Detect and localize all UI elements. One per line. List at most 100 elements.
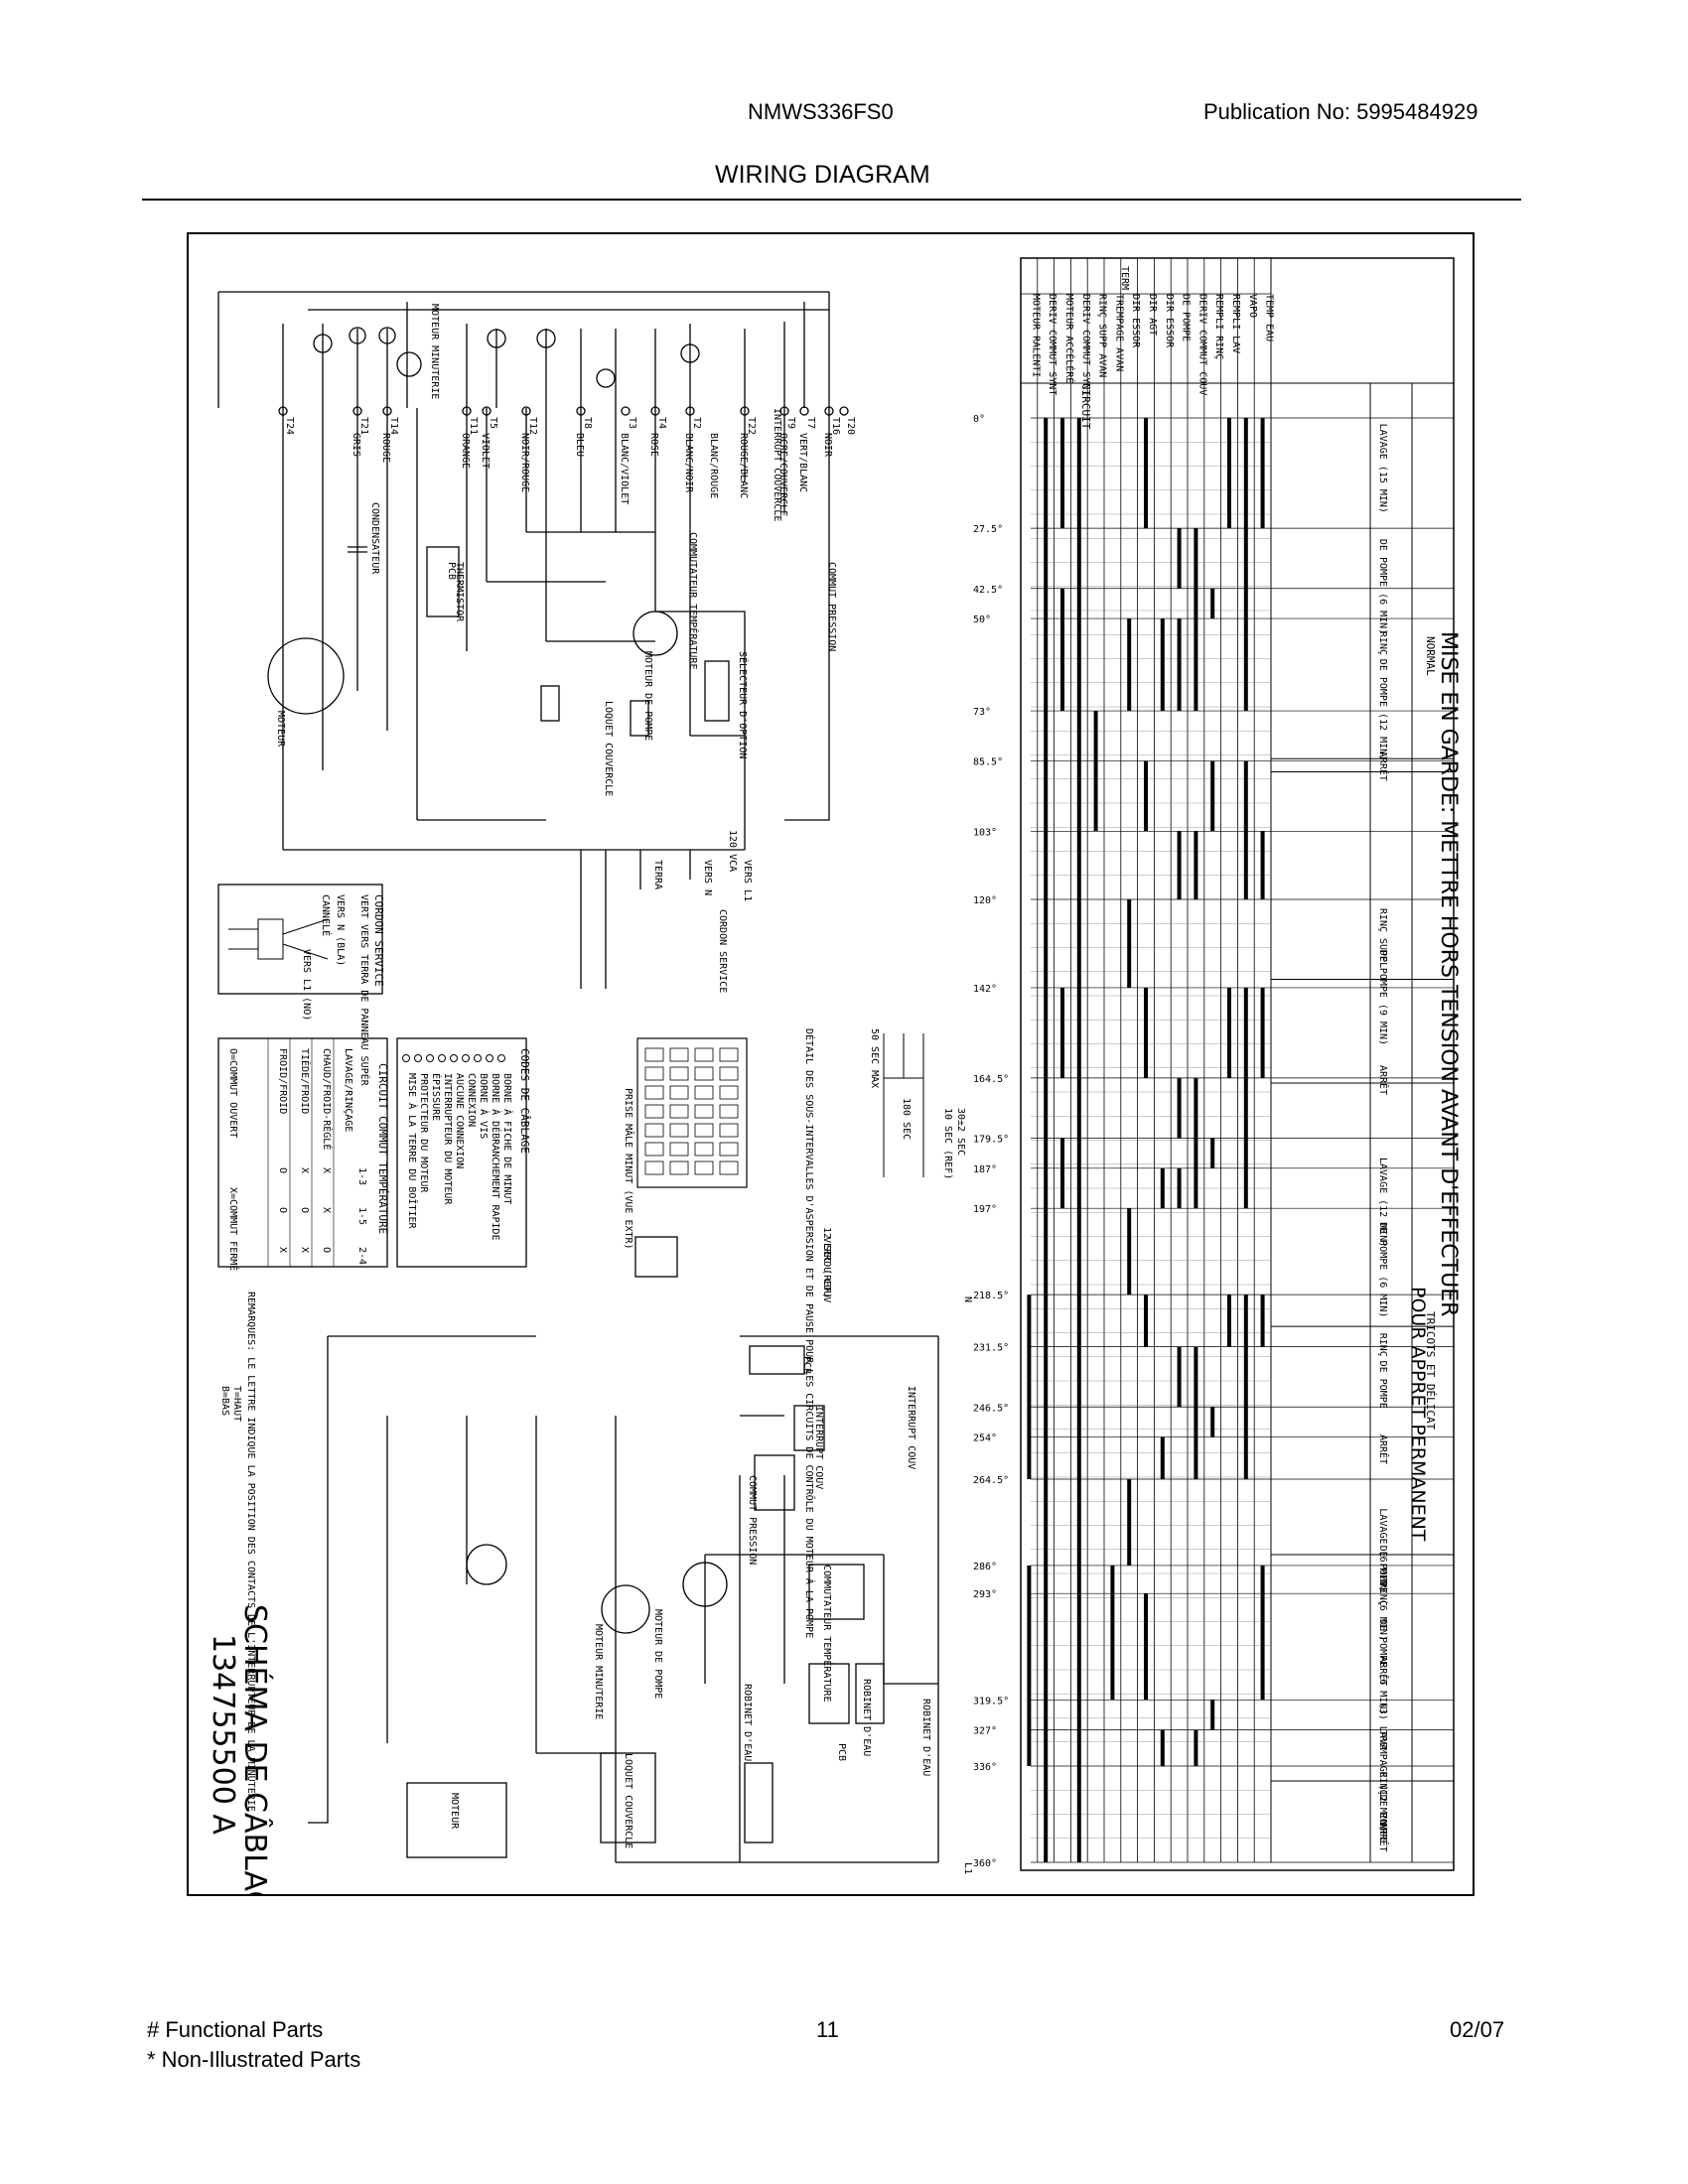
degree-label: 360° bbox=[973, 1858, 997, 1869]
timer-contact-bar bbox=[1177, 1077, 1182, 1139]
degree-label: 42.5° bbox=[973, 585, 1003, 596]
terminal-label: T3 bbox=[627, 417, 637, 429]
timer-contact-bar bbox=[1227, 987, 1231, 1078]
terminal-connector bbox=[740, 406, 750, 416]
component-label: LOQUET COUVERCLE bbox=[603, 701, 614, 796]
legend-symbol-icon bbox=[474, 1054, 482, 1062]
terminal-connector bbox=[824, 406, 834, 416]
page-title: WIRING DIAGRAM bbox=[715, 161, 930, 189]
terminal-connector bbox=[650, 406, 660, 416]
temp-table-cell: X bbox=[299, 1167, 310, 1173]
model-number: NMWS336FS0 bbox=[748, 99, 894, 124]
timer-contact-bar bbox=[1243, 1295, 1248, 1480]
timer-circuit-label: DERIV COMMUT SYNT bbox=[1047, 294, 1057, 395]
timer-phase-label: DE POMPE (6 MIN) bbox=[1377, 539, 1388, 634]
timer-contact-bar bbox=[1144, 1593, 1148, 1701]
wire-label: NOIR/ROUGE bbox=[519, 433, 530, 492]
degree-label: 50° bbox=[973, 614, 991, 625]
lower-component-label: LOQUET COUVERCLE bbox=[623, 1753, 633, 1848]
degree-label: 254° bbox=[973, 1433, 997, 1444]
plug-pin bbox=[644, 1085, 664, 1100]
timer-contact-bar bbox=[1243, 760, 1248, 899]
pump-detail: DÉTAIL DES SOUS-INTERVALLES D'ASPERSION … bbox=[803, 1028, 816, 1638]
timer-contact-bar bbox=[1127, 899, 1132, 988]
supply-label: CORDON SERVICE bbox=[717, 909, 728, 993]
temp-table-cell: X bbox=[277, 1247, 288, 1253]
wire-label: BLANC/VIOLET bbox=[619, 433, 630, 504]
legend-title: CODES DE CÂBLAGE bbox=[518, 1048, 531, 1154]
legend-symbol-icon bbox=[462, 1054, 470, 1062]
component-label: VERROU COUV bbox=[821, 1237, 832, 1302]
cordon-title: CORDON SERVICE bbox=[372, 894, 385, 987]
timer-contact-bar bbox=[1260, 1565, 1265, 1701]
timer-phase-label: ARRÊT bbox=[1377, 1434, 1390, 1464]
timer-phase-label: RINÇ bbox=[1377, 631, 1388, 655]
degree-label: 327° bbox=[973, 1726, 997, 1737]
timer-circuit-label: DIR ESSOR bbox=[1130, 294, 1141, 348]
cordon-label-2: VERS N (BLA) bbox=[335, 894, 346, 966]
temp-table-cell: O bbox=[277, 1167, 288, 1173]
degree-label: 336° bbox=[973, 1762, 997, 1773]
timer-contact-bar bbox=[1160, 1167, 1165, 1209]
lower-component-label: INTERRUPT COUV bbox=[813, 1406, 824, 1489]
timer-contact-bar bbox=[1027, 1295, 1032, 1480]
wire-label: VERT/BLANC bbox=[797, 433, 808, 492]
degree-label: 319.5° bbox=[973, 1696, 1009, 1706]
wire-label: ORANGE bbox=[460, 433, 471, 469]
plug-pin bbox=[644, 1142, 664, 1157]
wire-label: ROSE bbox=[648, 433, 659, 457]
lower-component-label: MOTEUR DE POMPE bbox=[652, 1609, 663, 1699]
timer-circuit-label: TEMP EAU bbox=[1264, 294, 1275, 341]
circuit-header: CIRCUIT bbox=[1079, 383, 1092, 430]
upper-schematic bbox=[217, 291, 849, 989]
component-label: MOTEUR bbox=[275, 711, 286, 748]
degree-label: 286° bbox=[973, 1562, 997, 1572]
timer-contact-bar bbox=[1076, 418, 1081, 1862]
legend-symbol-icon bbox=[438, 1054, 446, 1062]
schema-number: 134755500 A bbox=[206, 1634, 240, 1835]
component-label: ROBINET D'EAU bbox=[920, 1699, 931, 1776]
degree-label: 85.5° bbox=[973, 757, 1003, 768]
timer-contact-bar bbox=[1144, 987, 1148, 1078]
supply-label: TERRA bbox=[652, 860, 663, 889]
timer-phase-label: LAVAGE (15 MIN) bbox=[1377, 424, 1388, 513]
terminal-connector bbox=[352, 406, 362, 416]
supply-label: L1 bbox=[962, 1862, 973, 1874]
lower-component-label: COMMUTATEUR TEMPÉRATURE bbox=[821, 1565, 834, 1702]
timer-contact-bar bbox=[1210, 588, 1215, 619]
component-label: THERMISTOR bbox=[454, 562, 465, 622]
degree-label: 164.5° bbox=[973, 1074, 1009, 1085]
degree-label: 120° bbox=[973, 895, 997, 906]
timer-contact-bar bbox=[1243, 418, 1248, 712]
timer-circuit-label: MOTEUR RALENTI bbox=[1030, 294, 1041, 377]
terminal-label: T7 bbox=[805, 417, 816, 429]
lower-component-label: PCB bbox=[801, 1356, 812, 1374]
temp-table-title: CIRCUIT COMMUT TEMPÉRATURE bbox=[376, 1063, 389, 1234]
component-label: MOTEUR DE POMPE bbox=[642, 651, 653, 741]
degree-label: 264.5° bbox=[973, 1475, 1009, 1486]
degree-label: 103° bbox=[973, 827, 997, 838]
legend-symbol-icon bbox=[426, 1054, 434, 1062]
legend-symbol-icon bbox=[450, 1054, 458, 1062]
degree-label: 73° bbox=[973, 707, 991, 718]
timer-contact-bar bbox=[1194, 831, 1198, 899]
plug-pin bbox=[719, 1123, 739, 1138]
degree-label: 197° bbox=[973, 1204, 997, 1215]
legend-item: AUCUNE CONNEXION bbox=[454, 1073, 465, 1168]
timer-contact-bar bbox=[1210, 1407, 1215, 1437]
timer-phase-label: DE POMPE bbox=[1377, 1795, 1388, 1843]
pump-timing-label: 50 SEC MAX bbox=[869, 1028, 880, 1088]
timer-phase-label: ARRÊT bbox=[1377, 1823, 1390, 1852]
legend-symbol-icon bbox=[497, 1054, 505, 1062]
wire-label: BLANC/NOIR bbox=[683, 433, 694, 493]
timer-contact-bar bbox=[1194, 528, 1198, 712]
terminal-connector bbox=[482, 406, 492, 416]
timer-phase-label: DE POMPE bbox=[1377, 1361, 1388, 1409]
terminal-connector bbox=[576, 406, 586, 416]
legend-box: CODES DE CÂBLAGE BORNE À FICHE DE MINUTB… bbox=[396, 1037, 531, 1268]
timer-circuit-label: REMPLI RINÇ bbox=[1213, 294, 1224, 359]
lower-component-label: ROBINET D'EAU bbox=[742, 1684, 753, 1761]
plug-pin bbox=[694, 1104, 714, 1119]
